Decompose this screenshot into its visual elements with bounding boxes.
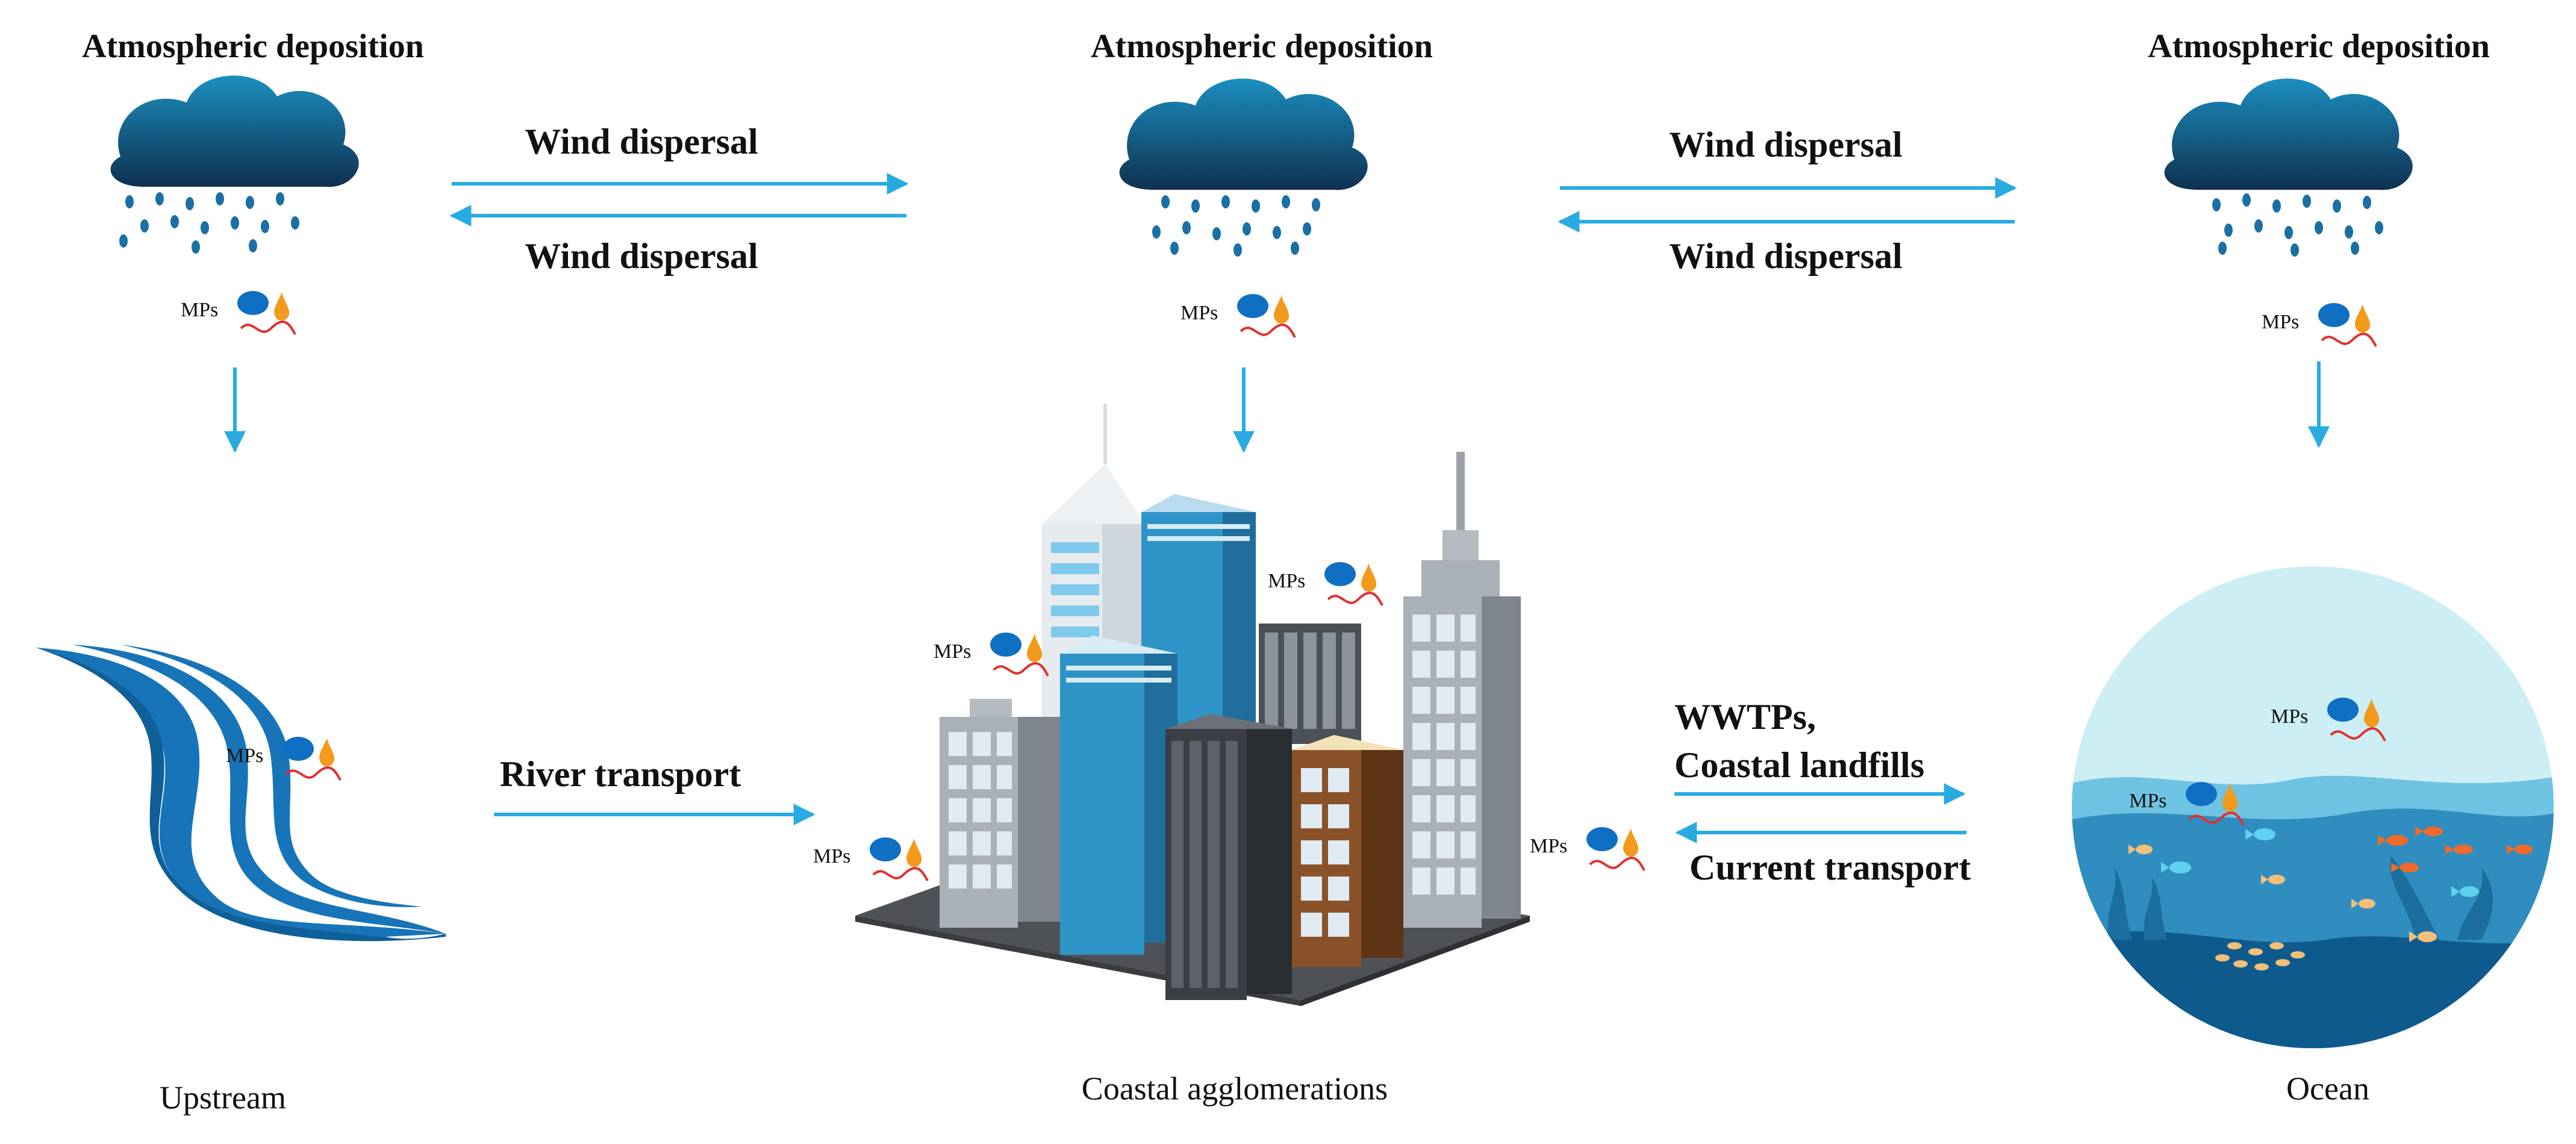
microfiber-icon (2321, 333, 2377, 347)
atmospheric-deposition-label-center: Atmospheric deposition (1091, 28, 1433, 65)
upstream-label: Upstream (160, 1080, 286, 1116)
oil-drop-icon (906, 839, 922, 867)
ocean-label: Ocean (2286, 1071, 2369, 1107)
rain-drops-right (2212, 193, 2383, 257)
mps-marker-ocean-lower: MPs (2129, 782, 2245, 826)
microplastic-particle-icon (237, 291, 269, 315)
atmospheric-deposition-label-right: Atmospheric deposition (2148, 28, 2490, 65)
microplastic-particle-icon (2186, 782, 2217, 806)
mps-label: MPs (226, 745, 263, 767)
brown-tower (1292, 735, 1403, 967)
oil-drop-icon (1274, 295, 1290, 324)
cloud-icon-left (110, 75, 359, 187)
wind-dispersal-label-3: Wind dispersal (1669, 125, 1902, 164)
coastal-agglomerations-label: Coastal agglomerations (1082, 1071, 1388, 1107)
microfiber-icon (2330, 727, 2386, 742)
mps-marker-city-upper-right: MPs (1268, 562, 1383, 606)
microplastic-particle-icon (2327, 698, 2359, 722)
cloud-icon-center (1119, 78, 1368, 190)
oil-drop-icon (274, 292, 290, 320)
oil-drop-icon (1361, 563, 1377, 592)
microplastic-particle-icon (1237, 294, 1268, 318)
blue-tower-front (1060, 636, 1177, 955)
mps-marker-left-air: MPs (181, 291, 296, 335)
mps-marker-center-air: MPs (1180, 294, 1296, 338)
microplastic-particle-icon (1586, 827, 1618, 851)
coastal-landfills-label: Coastal landfills (1674, 745, 1924, 785)
grey-tower-left (940, 699, 1060, 928)
microfiber-icon (1589, 857, 1645, 871)
dark-tower-front (1165, 714, 1292, 1000)
city-illustration (855, 404, 1530, 1006)
microplastic-particle-icon (282, 737, 314, 761)
fish-school-icon (2215, 942, 2305, 971)
grey-tower-right (1403, 452, 1521, 928)
microplastic-particle-icon (990, 633, 1021, 657)
oil-drop-icon (1623, 828, 1639, 857)
ocean-illustration (2072, 566, 2554, 1048)
mps-label: MPs (2262, 311, 2299, 333)
microplastic-particle-icon (1324, 562, 1356, 586)
microfiber-icon (285, 766, 341, 781)
mps-marker-city-lower-right: MPs (1530, 827, 1645, 871)
microfiber-icon (1240, 324, 1296, 338)
oil-drop-icon (2222, 783, 2238, 811)
oil-drop-icon (1027, 634, 1043, 662)
mps-label: MPs (1268, 570, 1305, 592)
wwtps-label: WWTPs, (1674, 697, 1816, 737)
mps-label: MPs (1180, 302, 1218, 324)
cloud-icon-right (2164, 78, 2413, 190)
mps-label: MPs (2129, 790, 2166, 812)
mps-marker-river: MPs (226, 737, 341, 781)
mps-marker-ocean-upper: MPs (2271, 698, 2386, 742)
river-illustration (36, 645, 446, 942)
river-transport-label: River transport (500, 754, 741, 794)
mps-marker-city-lower-left: MPs (813, 837, 929, 881)
oil-drop-icon (2355, 304, 2371, 333)
mps-marker-city-upper-left: MPs (934, 633, 1049, 677)
microplastic-particle-icon (2318, 303, 2350, 327)
microfiber-icon (1327, 592, 1383, 606)
microplastic-particle-icon (870, 837, 901, 861)
rain-drops-center (1152, 195, 1320, 257)
microfiber-icon (993, 662, 1049, 677)
atmospheric-deposition-label-left: Atmospheric deposition (82, 28, 424, 65)
microfiber-icon (240, 320, 296, 335)
microfiber-icon (872, 867, 929, 881)
mps-label: MPs (181, 299, 218, 321)
wind-dispersal-label-2: Wind dispersal (525, 236, 758, 276)
rain-drops-left (119, 192, 299, 254)
dark-tower-back (1259, 624, 1361, 744)
wind-dispersal-label-4: Wind dispersal (1669, 236, 1902, 276)
oil-drop-icon (2364, 699, 2380, 727)
fish-icons (2128, 827, 2533, 942)
mps-label: MPs (813, 845, 850, 867)
current-transport-label: Current transport (1689, 848, 1971, 887)
microfiber-icon (2188, 811, 2245, 826)
mps-label: MPs (2271, 705, 2308, 728)
mps-marker-right-air: MPs (2262, 303, 2377, 347)
mps-label: MPs (934, 640, 971, 663)
mps-label: MPs (1530, 835, 1567, 857)
oil-drop-icon (319, 738, 335, 766)
wind-dispersal-label-1: Wind dispersal (525, 122, 758, 161)
